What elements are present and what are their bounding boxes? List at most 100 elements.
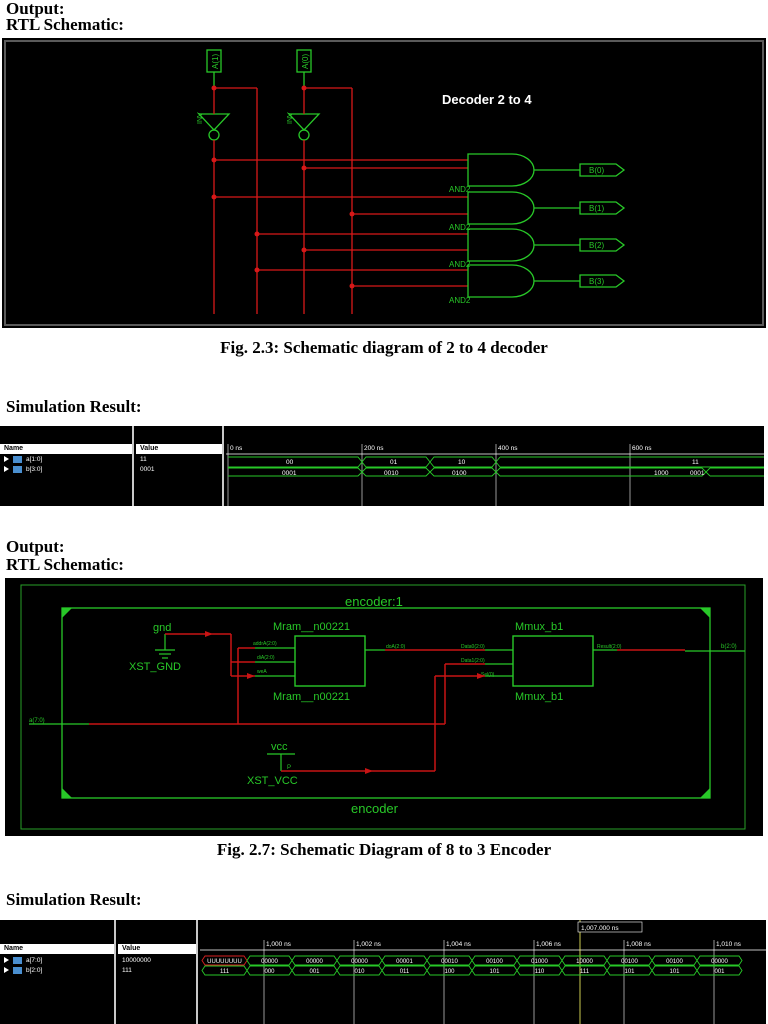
vcc-symbol: vcc P XST_VCC <box>247 741 298 787</box>
sim2-b-segment-11 <box>696 965 743 976</box>
svg-text:INV: INV <box>197 112 204 124</box>
sim2-b-value-9: 101 <box>624 969 635 975</box>
svg-text:gnd: gnd <box>153 622 171 634</box>
gnd-symbol: gnd XST_GND <box>129 622 181 673</box>
sim2-signal-a[interactable]: a[7:0] <box>0 956 114 966</box>
sim1-signal-b[interactable]: b[3:0] <box>0 465 132 475</box>
sim2-cursor-label: 1,007.000 ns <box>581 925 619 932</box>
sim1-value-a: 11 <box>140 456 147 463</box>
rtl-schematic-heading-2: RTL Schematic: <box>6 555 124 574</box>
svg-text:doA(2:0): doA(2:0) <box>386 644 406 650</box>
sim2-b-value-8: 111 <box>580 969 590 975</box>
sim2-b-value-6: 101 <box>489 969 500 975</box>
sim2-b-segment-5 <box>426 965 473 976</box>
sim1-bus-a <box>228 456 764 468</box>
svg-text:weA: weA <box>257 669 267 675</box>
vcc-pin: P <box>287 765 291 771</box>
sim1-a-val-1: 01 <box>390 459 398 466</box>
sim2-b-value-4: 011 <box>400 969 410 975</box>
sim2-a-value-7: 01000 <box>531 959 548 965</box>
svg-text:Data1(2:0): Data1(2:0) <box>461 658 485 664</box>
sim1-b-val-3: 1000 <box>654 470 669 477</box>
inverter-a1: INV <box>197 112 231 141</box>
sim1-a-val-3: 11 <box>692 459 699 466</box>
encoder-instance-label: encoder:1 <box>345 594 403 609</box>
sim2-a-value-0: UUUUUUUU <box>207 959 242 965</box>
sim2-b-segment-6 <box>471 965 518 976</box>
output-port-b3 <box>579 274 626 288</box>
output-label-b2: B(2) <box>589 241 604 250</box>
sim2-a-segment-9 <box>606 955 653 966</box>
decoder-simulation-panel: Name a[1:0] b[3:0] Value 11 0001 0 ns 20… <box>0 426 764 506</box>
mmux-bottom-label: Mmux_b1 <box>515 691 563 703</box>
input-pin-a1: A(1) <box>206 49 222 88</box>
figure-caption-decoder: Fig. 2.3: Schematic diagram of 2 to 4 de… <box>220 338 548 357</box>
sim2-waveform: 1,007.000 ns 1,000 ns 1,002 ns 1,004 ns … <box>200 920 766 1024</box>
svg-text:A(1): A(1) <box>211 54 220 69</box>
and-gate-2-label: AND2 <box>449 260 471 269</box>
output-port-b0 <box>579 163 626 177</box>
sim2-a-segment-5 <box>426 955 473 966</box>
and-gate-3 <box>467 264 580 298</box>
sim2-signal-b[interactable]: b[2:0] <box>0 966 114 976</box>
gnd-name: XST_GND <box>129 661 181 673</box>
port-in-a: a(7:0) <box>29 718 89 725</box>
sim2-a-segment-4 <box>381 955 428 966</box>
decoder-title: Decoder 2 to 4 <box>442 92 532 107</box>
sim2-b-segment-4 <box>381 965 428 976</box>
sim2-value-b: 111 <box>122 967 132 974</box>
sim2-value-header: Value <box>118 944 196 954</box>
mram-block: Mram__n00221 Mram__n00221 addrA(2:0) diA… <box>253 621 406 703</box>
sim2-a-segment-6 <box>471 955 518 966</box>
and-gate-3-label: AND2 <box>449 296 471 305</box>
sim2-a-segment-7 <box>516 955 563 966</box>
svg-text:vcc: vcc <box>271 741 288 753</box>
sim1-time-0: 0 ns <box>230 445 243 452</box>
sim2-a-value-11: 00000 <box>711 959 728 965</box>
sim2-b-segment-7 <box>516 965 563 976</box>
mram-top-label: Mram__n00221 <box>273 621 350 633</box>
sim2-b-value-11: 001 <box>714 969 725 975</box>
sim1-a-val-2: 10 <box>458 459 466 466</box>
svg-text:A(0): A(0) <box>301 54 310 69</box>
figure-caption-encoder: Fig. 2.7: Schematic Diagram of 8 to 3 En… <box>216 840 552 859</box>
svg-text:a(7:0): a(7:0) <box>29 718 45 724</box>
sim1-name-column: Name a[1:0] b[3:0] <box>0 426 134 506</box>
sim2-b-segment-2 <box>291 965 338 976</box>
svg-text:b(2:0): b(2:0) <box>721 644 737 650</box>
sim1-b-val-1: 0010 <box>384 470 399 477</box>
output-port-b1 <box>579 201 626 215</box>
mmux-block: Mmux_b1 Mmux_b1 Data0(2:0) Data1(2:0) Se… <box>461 621 622 703</box>
sim2-name-column: Name a[7:0] b[2:0] <box>0 920 116 1024</box>
decoder-schematic-panel: Decoder 2 to 4 A(1) A(0) INV INV <box>2 38 766 328</box>
output-heading: Output: <box>6 0 65 18</box>
and-gate-0 <box>467 153 580 187</box>
svg-text:Sel(0): Sel(0) <box>481 672 495 678</box>
sim2-a-value-4: 00001 <box>396 959 413 965</box>
output-label-b3: B(3) <box>589 277 604 286</box>
sim2-name-header: Name <box>0 944 114 954</box>
sim2-b-segment-0 <box>201 965 248 976</box>
sim2-value-column: Value 10000000 111 <box>118 920 198 1024</box>
decoder-wires <box>213 87 468 314</box>
output-heading-2: Output: <box>6 537 65 556</box>
sim1-name-header: Name <box>0 444 132 454</box>
sim2-b-value-7: 110 <box>535 969 545 975</box>
output-port-b2 <box>579 238 626 252</box>
svg-text:diA(2:0): diA(2:0) <box>257 655 275 661</box>
sim2-time-1004: 1,004 ns <box>446 941 472 948</box>
sim2-b-segment-1 <box>246 965 293 976</box>
sim2-a-value-2: 00000 <box>306 959 323 965</box>
mmux-top-label: Mmux_b1 <box>515 621 563 633</box>
wire-junctions <box>211 85 355 289</box>
sim1-signal-a[interactable]: a[1:0] <box>0 455 132 465</box>
encoder-wires <box>89 633 685 772</box>
sim2-time-1010: 1,010 ns <box>716 941 742 948</box>
inverter-a0: INV <box>287 112 321 141</box>
rtl-schematic-heading: RTL Schematic: <box>6 15 124 34</box>
sim1-a-val-0: 00 <box>286 459 294 466</box>
simulation-heading-2: Simulation Result: <box>6 890 142 909</box>
encoder-simulation-panel: Name a[7:0] b[2:0] Value 10000000 111 1,… <box>0 920 766 1024</box>
sim2-b-value-10: 101 <box>669 969 680 975</box>
simulation-heading-1: Simulation Result: <box>6 397 142 416</box>
